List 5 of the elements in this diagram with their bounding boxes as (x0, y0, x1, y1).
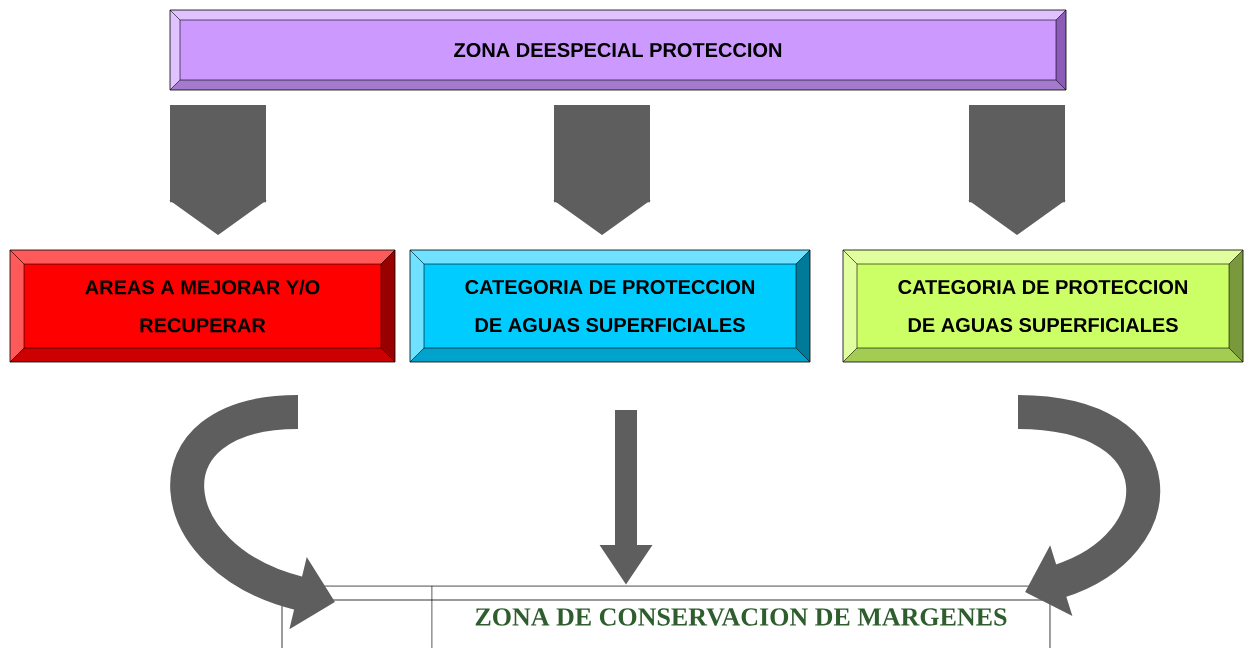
bevel-box: ZONA DEESPECIAL PROTECCION (169, 9, 1067, 91)
bevel-box: CATEGORIA DE PROTECCION DE AGUAS SUPERFICIALES (409, 249, 811, 363)
table: ZONA DE CONSERVACION DE MARGENES (281, 585, 1051, 648)
bevel-box: CATEGORIA DE PROTECCION DE AGUAS SUPERFICIALES (842, 249, 1244, 363)
bevel-box: AREAS A MEJORAR Y/O RECUPERAR (9, 249, 396, 363)
